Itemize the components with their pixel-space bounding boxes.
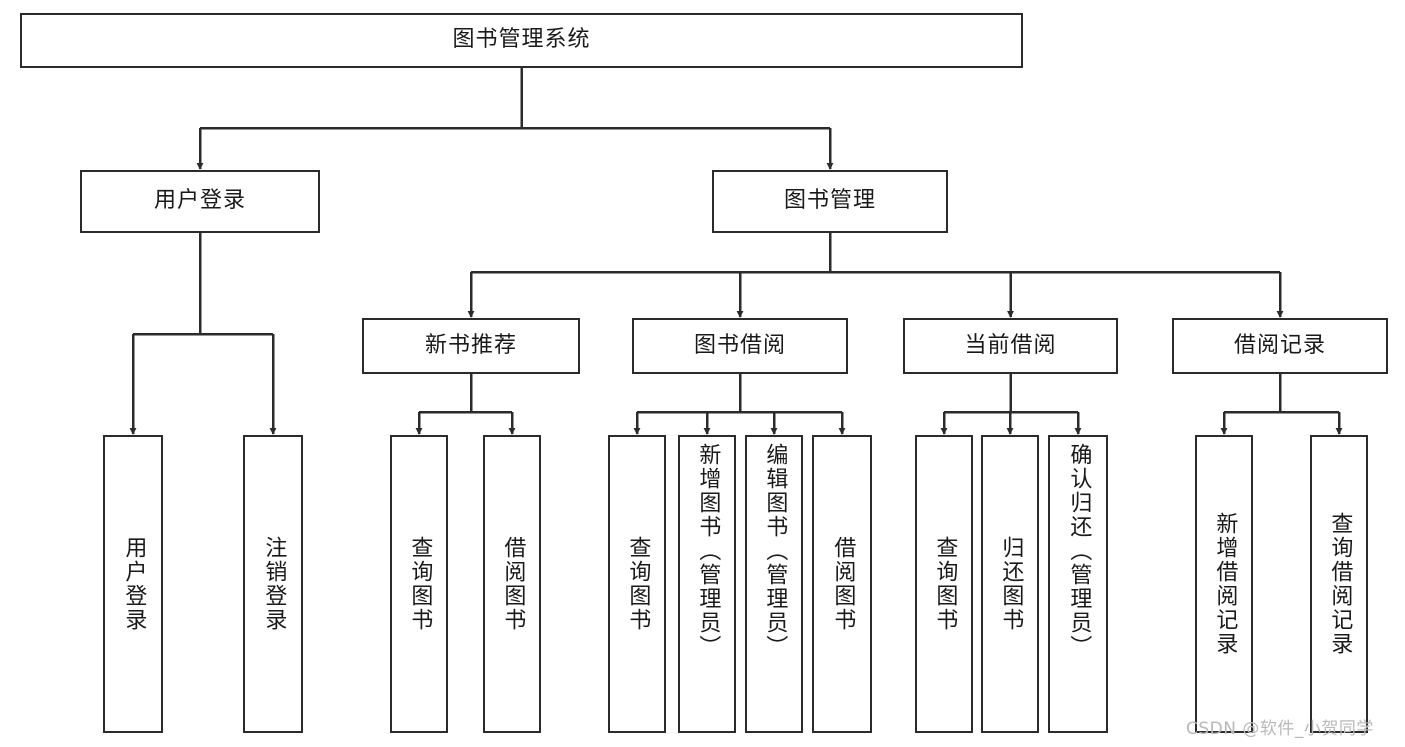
node-label: 借阅记录 [1233,332,1326,358]
node-label: 查询图书 [932,536,958,632]
node-label: 查询图书 [407,536,433,632]
node-label: 当前借阅 [964,332,1057,358]
node-label: 确认归还（管理员） [1066,443,1092,659]
node-leaf-user-login: 用户登录 [103,435,163,733]
node-leaf-query-book-3: 查询图书 [915,435,973,733]
node-leaf-add-book: 新增图书（管理员） [678,435,736,733]
node-book-borrow: 图书借阅 [632,318,848,374]
node-label: 编辑图书（管理员） [762,443,788,659]
node-label: 用户登录 [153,188,246,214]
node-leaf-query-record: 查询借阅记录 [1310,435,1368,733]
node-leaf-add-record: 新增借阅记录 [1195,435,1253,733]
node-current-borrow: 当前借阅 [903,318,1118,374]
node-book-manage: 图书管理 [712,170,948,233]
node-label: 注销登录 [261,536,287,632]
node-leaf-return-book: 归还图书 [981,435,1039,733]
node-leaf-borrow-book-2: 借阅图书 [812,435,872,733]
node-leaf-confirm-return: 确认归还（管理员） [1048,435,1108,733]
node-label: 图书管理系统 [452,27,591,53]
node-label: 查询图书 [625,536,651,632]
node-label: 图书借阅 [693,332,786,358]
node-leaf-query-book-2: 查询图书 [608,435,666,733]
watermark: CSDN @软件_小贺同学 [1186,719,1374,739]
node-new-book-rec: 新书推荐 [362,318,580,374]
node-leaf-borrow-book-1: 借阅图书 [483,435,541,733]
node-label: 用户登录 [121,536,147,632]
node-label: 新增借阅记录 [1212,512,1238,656]
node-label: 借阅图书 [500,536,526,632]
node-label: 归还图书 [998,536,1024,632]
node-leaf-user-logout: 注销登录 [243,435,303,733]
node-label: 新增图书（管理员） [695,443,721,659]
node-user-login: 用户登录 [80,170,320,233]
node-label: 图书管理 [783,188,876,214]
node-root: 图书管理系统 [20,13,1023,68]
node-borrow-record: 借阅记录 [1172,318,1388,374]
node-label: 新书推荐 [424,332,517,358]
node-leaf-query-book-1: 查询图书 [390,435,448,733]
node-label: 查询借阅记录 [1327,512,1353,656]
node-leaf-edit-book: 编辑图书（管理员） [745,435,803,733]
node-label: 借阅图书 [830,536,856,632]
